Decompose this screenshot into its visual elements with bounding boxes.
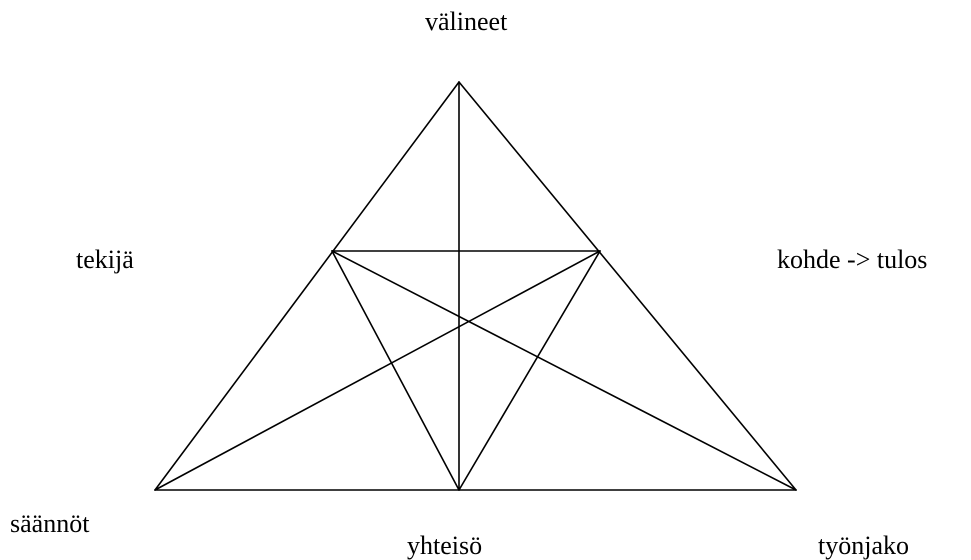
edge-apex-to-bottom-right — [458, 81, 797, 491]
node-label-bottom-right: työnjako — [818, 531, 909, 560]
edge-right-mid-to-bottom-center — [458, 250, 601, 491]
edge-left-mid-to-bottom-center — [331, 250, 460, 491]
node-label-bottom-center: yhteisö — [407, 531, 483, 560]
edge-apex-to-bottom-left — [154, 81, 460, 491]
edge-right-mid-to-bottom-left — [154, 250, 601, 491]
node-label-right: kohde -> tulos — [777, 245, 928, 274]
node-label-bottom-left: säännöt — [10, 509, 90, 538]
node-label-left: tekijä — [76, 245, 134, 274]
node-label-top: välineet — [425, 7, 508, 36]
edge-left-mid-to-bottom-right — [331, 250, 797, 491]
